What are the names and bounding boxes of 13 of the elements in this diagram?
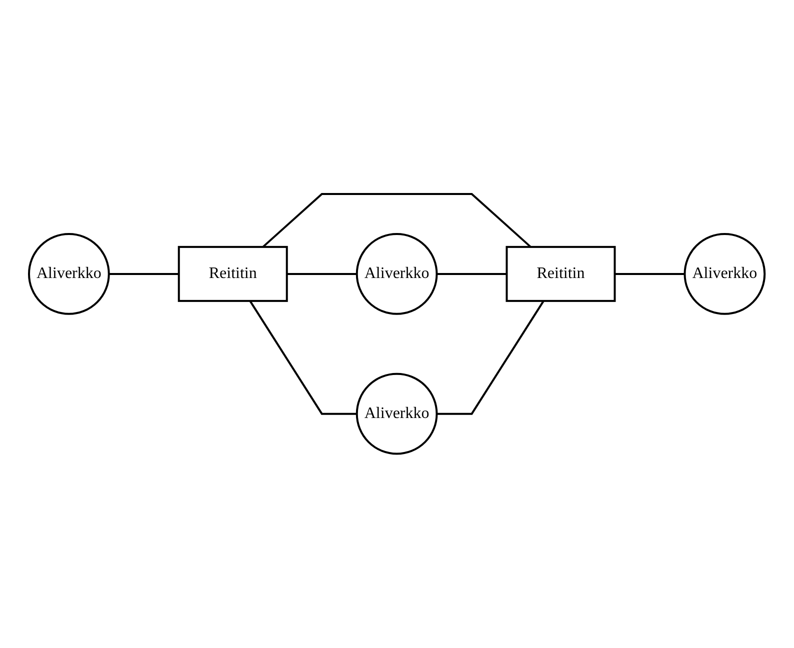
node-box: Reititin (178, 246, 288, 302)
connector (249, 300, 358, 415)
connector (262, 193, 532, 248)
connector (436, 273, 507, 276)
node-circle: Aliverkko (684, 233, 766, 315)
connector (287, 273, 358, 276)
node-circle: Aliverkko (356, 373, 438, 455)
node-circle: Aliverkko (356, 233, 438, 315)
connector (614, 273, 685, 276)
connector (109, 273, 180, 276)
connector (436, 300, 545, 415)
node-circle: Aliverkko (28, 233, 110, 315)
node-box: Reititin (506, 246, 616, 302)
